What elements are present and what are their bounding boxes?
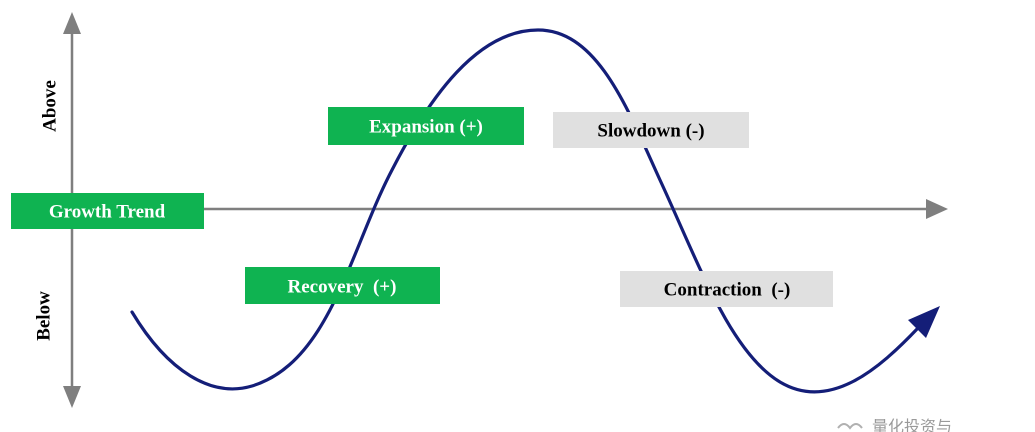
contraction-label: Contraction (-) xyxy=(664,280,791,301)
cycle-curve xyxy=(130,28,940,394)
cycle-curve-line xyxy=(130,28,920,394)
expansion-label: Expansion (+) xyxy=(369,117,483,138)
slowdown-box-bg xyxy=(553,112,749,148)
below-label: Below xyxy=(34,291,55,341)
cycle-curve-arrowhead xyxy=(908,306,940,338)
contraction-box: Contraction (-) xyxy=(620,271,833,307)
expansion-box: Expansion (+) xyxy=(328,107,524,145)
above-label: Above xyxy=(40,80,61,132)
vertical-axis-arrowhead-bottom xyxy=(63,386,81,408)
recovery-box-bg xyxy=(245,267,440,304)
growth-trend-box-bg xyxy=(11,193,204,229)
watermark-icon xyxy=(837,423,863,430)
trend-axis xyxy=(200,199,948,219)
watermark-text: 量化投资与 xyxy=(872,417,952,432)
contraction-box-bg xyxy=(620,271,833,307)
trend-axis-arrowhead xyxy=(926,199,948,219)
slowdown-box: Slowdown (-) xyxy=(553,112,749,148)
growth-trend-label: Growth Trend xyxy=(49,202,166,223)
slowdown-label: Slowdown (-) xyxy=(597,121,704,142)
growth-trend-box: Growth Trend xyxy=(11,193,204,229)
watermark: 量化投资与 xyxy=(837,417,952,432)
recovery-box: Recovery (+) xyxy=(245,267,440,304)
expansion-box-bg xyxy=(328,107,524,145)
vertical-axis-arrowhead-top xyxy=(63,12,81,34)
recovery-label: Recovery (+) xyxy=(288,277,397,298)
